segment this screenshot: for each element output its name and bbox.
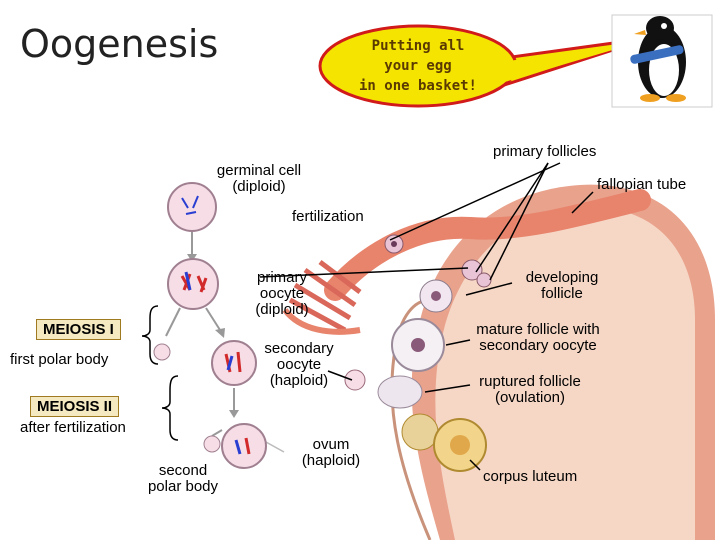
ovum-line-1: ovum [312, 436, 350, 453]
developing-follicle-line-1: developing [525, 269, 599, 286]
fertilization-label: fertilization [292, 208, 364, 225]
second-polar-body-line-2: polar body [147, 478, 219, 495]
speech-line-3: in one basket! [358, 78, 477, 94]
secondary-oocyte-line-1: secondary [264, 340, 334, 357]
ovum-line-2: (haploid) [301, 452, 361, 469]
page-title: Oogenesis [20, 22, 219, 66]
meiosis-2-label: MEIOSIS II [30, 396, 120, 417]
developing-follicle-label: developing follicle [516, 270, 608, 302]
secondary-oocyte-line-3: (haploid) [269, 372, 329, 389]
fallopian-tube-illustration [282, 189, 651, 335]
after-fertilization-label: after fertilization [20, 419, 126, 436]
second-polar-body-line-1: second [158, 462, 208, 479]
fallopian-tube-label: fallopian tube [597, 176, 687, 193]
primary-oocyte-line-1: primary [256, 269, 307, 286]
meiosis-1-label: MEIOSIS I [36, 319, 121, 340]
corpus-luteum-label: corpus luteum [483, 468, 578, 485]
germinal-cell-text: germinal cell [216, 162, 302, 179]
primary-follicles-label: primary follicles [493, 143, 597, 160]
mature-follicle-line-2: secondary oocyte [479, 337, 597, 354]
ruptured-follicle-label: ruptured follicle (ovulation) [468, 374, 592, 406]
speech-line-2: your egg [384, 58, 452, 74]
primary-oocyte-label: primary oocyte (diploid) [246, 270, 318, 318]
meiosis-braces [141, 305, 179, 441]
speech-line-1: Putting all [371, 38, 465, 54]
secondary-oocyte-line-2: oocyte [276, 356, 322, 373]
cell-division-flow [153, 182, 285, 469]
developing-follicle-line-2: follicle [541, 285, 583, 302]
first-polar-body-label: first polar body [10, 351, 109, 368]
secondary-oocyte-label: secondary oocyte (haploid) [256, 341, 342, 389]
second-polar-body-label: second polar body [140, 463, 226, 495]
mature-follicle-label: mature follicle with secondary oocyte [464, 322, 612, 354]
follicle-stages [344, 234, 492, 472]
speech-bubble [318, 24, 651, 108]
ruptured-follicle-line-2: (ovulation) [494, 389, 566, 406]
speech-bubble-text: Putting all your egg in one basket! [358, 36, 478, 96]
mature-follicle-line-1: mature follicle with [476, 321, 600, 338]
ruptured-follicle-line-1: ruptured follicle [479, 373, 581, 390]
leader-lines [259, 162, 594, 471]
germinal-cell-label: germinal cell (diploid) [208, 163, 310, 195]
penguin-icon [611, 14, 713, 108]
primary-oocyte-line-3: (diploid) [255, 301, 309, 318]
germinal-cell-ploidy: (diploid) [232, 178, 286, 195]
primary-oocyte-line-2: oocyte [259, 285, 305, 302]
ovum-label: ovum (haploid) [294, 437, 368, 469]
